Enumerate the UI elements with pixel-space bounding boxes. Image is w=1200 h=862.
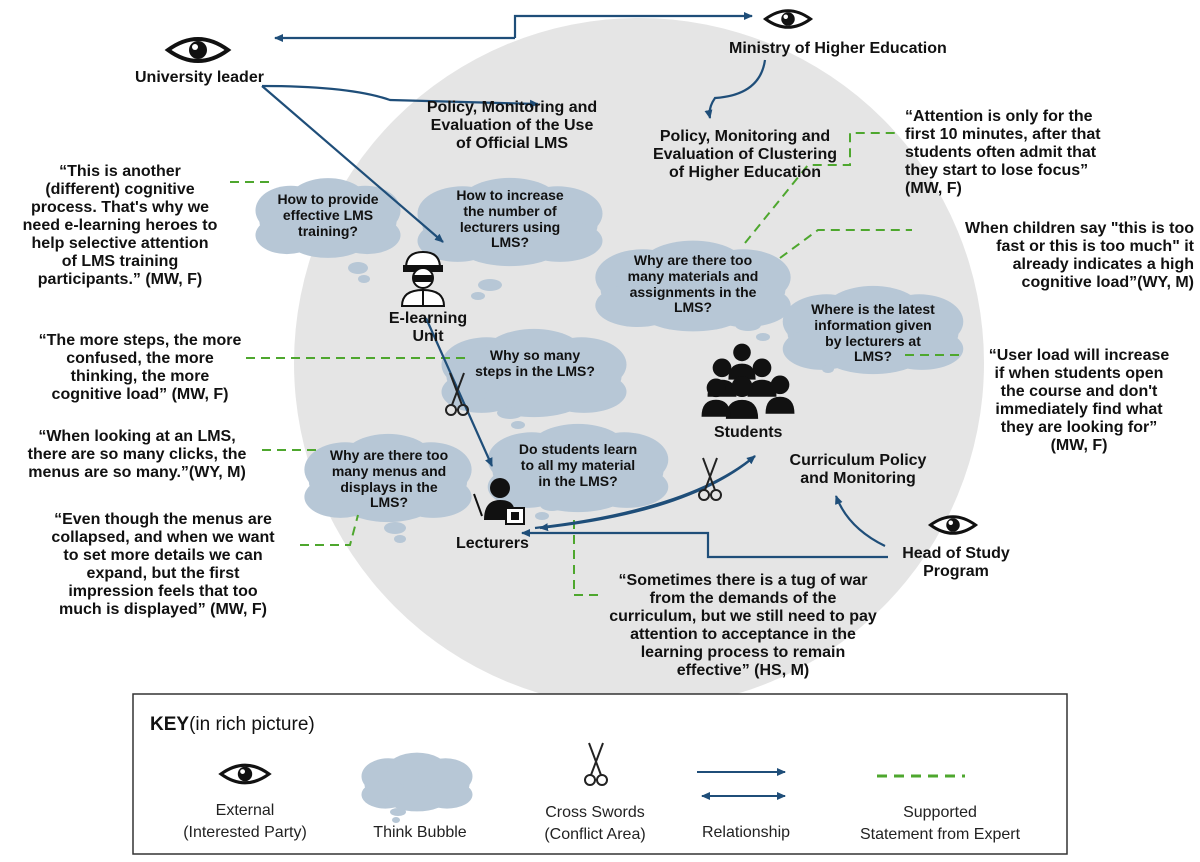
bubble-text-4: Where is the latest information given by… <box>811 301 935 365</box>
key-relationship-arrows <box>697 768 786 800</box>
actor-students: Students <box>714 424 783 441</box>
think-bubble-4 <box>782 285 964 375</box>
think-bubble-5 <box>441 328 627 429</box>
quote-6: “Attention is only for the first 10 minu… <box>905 108 1101 198</box>
supported-statement-lines <box>230 132 965 596</box>
key-label-relationship: Relationship <box>701 824 791 841</box>
actor-ministry: Ministry of Higher Education <box>729 40 947 57</box>
actor-lecturers: Lecturers <box>456 535 529 552</box>
bubble-text-6: Why are there too many menus and display… <box>329 447 449 511</box>
think-bubble-2 <box>417 177 603 300</box>
bubble-text-2: How to increase the number of lecturers … <box>456 187 564 251</box>
actor-elearning-unit: E-learning Unit <box>388 310 468 346</box>
actor-head-of-study: Head of Study Program <box>902 545 1010 581</box>
key-eye-icon <box>219 763 271 785</box>
elearning-worker-icon <box>400 250 446 307</box>
actor-university-leader: University leader <box>135 69 264 86</box>
quote-2: “The more steps, the more confused, the … <box>38 332 242 404</box>
bubble-text-5: Why so many steps in the LMS? <box>475 347 595 379</box>
key-label-external: External (Interested Party) <box>183 802 307 841</box>
quote-3: “When looking at an LMS, there are so ma… <box>27 428 247 482</box>
eye-icon <box>764 9 812 29</box>
label-curriculum: Curriculum Policy and Monitoring <box>789 452 927 488</box>
label-policy-lms: Policy, Monitoring and Evaluation of the… <box>426 99 598 153</box>
key-title-bold: KEY <box>150 714 190 735</box>
eye-icon <box>929 515 977 535</box>
lecturer-icon <box>473 478 525 525</box>
bubble-text-1: How to provide effective LMS training? <box>277 191 379 239</box>
key-title-rest: (in rich picture) <box>189 714 315 735</box>
think-bubble-6 <box>304 433 472 543</box>
bubble-text-3: Why are there too many materials and ass… <box>627 252 759 316</box>
bubble-text-7: Do students learn to all my material in … <box>518 441 638 489</box>
key-think-bubble <box>361 752 473 823</box>
label-policy-clustering: Policy, Monitoring and Evaluation of Clu… <box>652 128 837 182</box>
quote-7: When children say "this is too fast or t… <box>965 220 1194 292</box>
eye-icon <box>166 37 230 63</box>
key-label-cross-swords: Cross Swords (Conflict Area) <box>544 804 646 843</box>
quote-8: “User load will increase if when student… <box>988 347 1170 455</box>
think-bubble-3 <box>595 240 791 341</box>
key-label-think-bubble: Think Bubble <box>373 824 467 841</box>
key-label-supported: Supported Statement from Expert <box>859 804 1021 843</box>
quote-1: “This is another (different) cognitive p… <box>22 163 218 289</box>
quote-4: “Even though the menus are collapsed, an… <box>51 511 275 619</box>
think-bubble-7 <box>487 423 669 520</box>
think-bubble-1 <box>255 178 401 283</box>
relationship-arrows <box>261 12 888 559</box>
quote-5: “Sometimes there is a tug of war from th… <box>609 572 877 680</box>
key-title: KEY(in rich picture) <box>150 714 315 736</box>
